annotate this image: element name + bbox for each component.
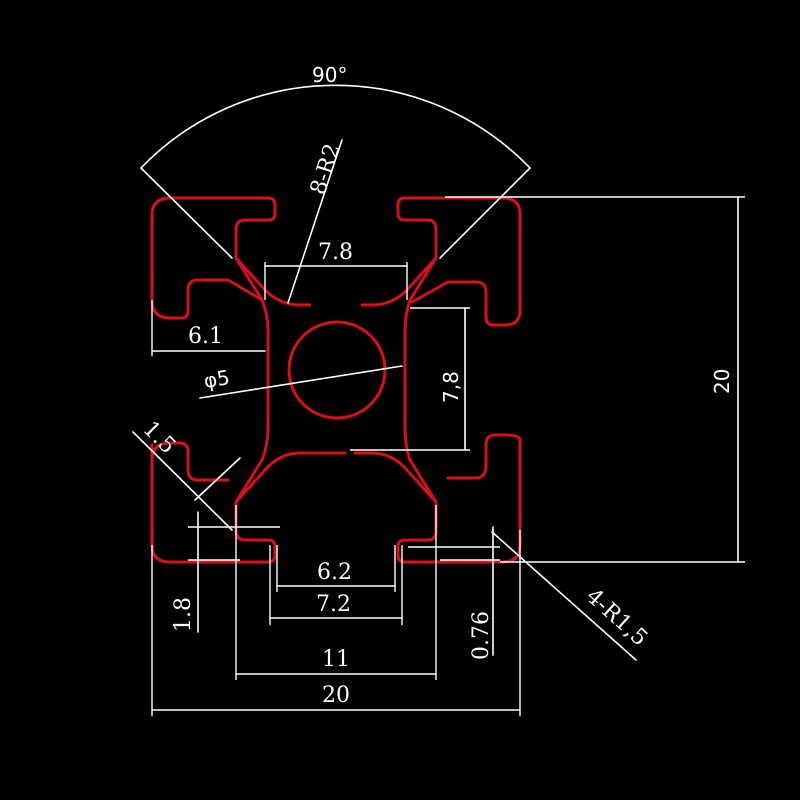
label-inner-height: 7,8 (439, 371, 463, 403)
radius-leader-4r15 (491, 531, 637, 661)
profile-bottom-right-lobe (353, 438, 522, 564)
label-outer-radius: 4-R1,5 (581, 584, 652, 651)
label-slot-outer: 7.2 (316, 592, 351, 617)
profile-top-left-lip (150, 278, 264, 320)
angle-leg-left (140, 167, 233, 259)
label-width: 20 (322, 683, 350, 708)
profile-core-right (403, 256, 438, 504)
dimension-lines (132, 84, 745, 716)
profile-top-right-lobe (360, 196, 522, 307)
profile-top-right-lip (410, 280, 522, 327)
chamfer-leader-2 (194, 457, 241, 501)
profile-bottom-left-lobe (150, 443, 347, 564)
label-core: 11 (322, 647, 350, 672)
label-chamfer: 1.5 (138, 417, 180, 459)
profile-bottom-left-lip (150, 441, 230, 482)
angle-arc (140, 84, 531, 169)
profile-center-bore (287, 320, 387, 420)
profile-core-left (234, 256, 270, 504)
diameter-leader (199, 365, 403, 399)
label-slot-inner: 6.2 (317, 560, 352, 585)
label-height: 20 (710, 369, 734, 394)
label-inner-width: 7.8 (318, 240, 353, 265)
label-bore-diameter: φ5 (202, 365, 231, 393)
radius-leader-8r2 (287, 139, 343, 304)
profile-top-left-lobe (150, 196, 312, 307)
profile-bottom-right-lip (446, 433, 522, 480)
chamfer-leader (132, 431, 233, 531)
label-wall: 1.8 (171, 597, 196, 632)
label-slot-depth: 6.1 (188, 324, 223, 349)
label-corner-radius: 8-R2 (306, 141, 346, 198)
label-lip: 0.76 (469, 611, 494, 660)
angle-leg-right (439, 167, 531, 259)
label-angle: 90° (312, 63, 347, 87)
